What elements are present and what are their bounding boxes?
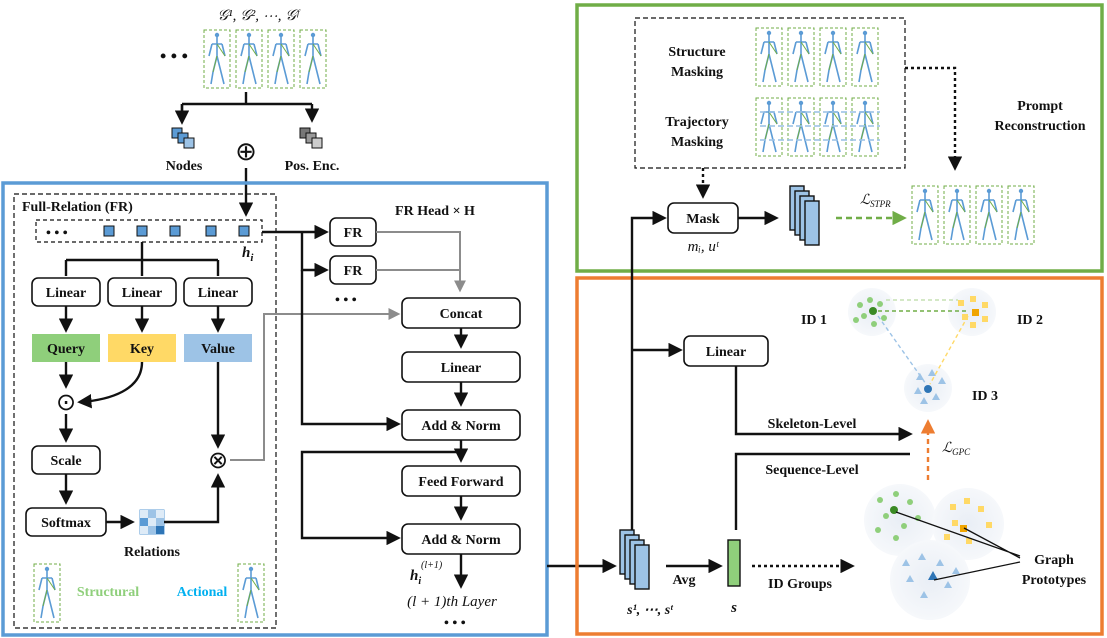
prototype-group-yellow [944, 498, 992, 544]
head-linear-label: Linear [441, 361, 481, 376]
structure-masking-label-2: Masking [671, 65, 723, 80]
scale-label: Scale [50, 454, 81, 469]
reconstructed-frame [1007, 185, 1035, 245]
masking-frame [634, 17, 906, 169]
prototype-contrast-frame [575, 276, 1104, 636]
skeleton-frame-2 [235, 29, 263, 89]
graph-prototypes-label-1: Graph [1034, 553, 1074, 568]
token [103, 225, 115, 237]
h-i-label: hi [242, 245, 254, 264]
sequence-features-label: s¹, ⋯, sᵗ [626, 603, 673, 618]
oplus-symbol: ⊕ [235, 137, 257, 166]
token-ellipsis: • • • [46, 226, 68, 241]
relations-label: Relations [124, 545, 181, 560]
fr-head-1-label: FR [344, 226, 364, 241]
query-label: Query [47, 342, 85, 357]
structure-mask-frame [787, 27, 815, 87]
next-layer-label: (l + 1)th Layer [407, 594, 497, 610]
trajectory-masking-label-2: Masking [671, 135, 723, 150]
layer-output-sup: (l+1) [421, 560, 443, 571]
concat-label: Concat [440, 307, 483, 322]
skeleton-level-label: Skeleton-Level [768, 417, 857, 432]
prompt-reconstruction-label-2: Reconstruction [995, 119, 1086, 134]
linear-v-label: Linear [198, 286, 238, 301]
linear-k-label: Linear [122, 286, 162, 301]
skeleton-frame-3 [267, 29, 295, 89]
transformer-layer-frame [1, 181, 549, 637]
full-relation-frame [13, 193, 277, 629]
sequence-level-label: Sequence-Level [765, 463, 858, 478]
actional-skeleton-icon [237, 563, 265, 623]
masked-feature-stack [789, 185, 820, 246]
id1-label: ID 1 [801, 313, 827, 328]
otimes-symbol: ⊗ [208, 448, 228, 474]
pos-enc-label: Pos. Enc. [285, 159, 340, 174]
loss-stpr: ℒSTPR [860, 193, 891, 209]
fr-head-2-label: FR [344, 264, 364, 279]
fr-head-ellipsis: • • • [335, 293, 357, 308]
token [136, 225, 148, 237]
prompt-reconstruction-label-1: Prompt [1017, 99, 1063, 114]
structural-skeleton-icon [33, 563, 61, 623]
sequence-feature-stack [619, 529, 650, 590]
fr-head-title: FR Head × H [395, 204, 475, 219]
id2-cluster [958, 296, 988, 328]
graph-sequence-label: 𝒢¹, 𝒢², ⋯, 𝒢ᶠ [217, 8, 301, 24]
skeleton-frame-1 [203, 29, 231, 89]
skeleton-frame-4 [299, 29, 327, 89]
query-box [32, 334, 100, 362]
proto-linear-label: Linear [706, 345, 746, 360]
position-encoding-icon [299, 127, 323, 149]
structure-mask-frame [851, 27, 879, 87]
mask-label: Mask [686, 212, 720, 227]
token [205, 225, 217, 237]
feed-forward-label: Feed Forward [418, 475, 503, 490]
key-label: Key [130, 342, 154, 357]
odot-symbol: ⊙ [56, 390, 76, 416]
reconstructed-frame [911, 185, 939, 245]
structure-mask-frame [755, 27, 783, 87]
id-groups-label: ID Groups [768, 577, 832, 592]
sequence-embedding-label: s [730, 600, 737, 616]
token [169, 225, 181, 237]
full-relation-title: Full-Relation (FR) [22, 200, 133, 215]
reconstructed-frame [943, 185, 971, 245]
structure-mask-frame [819, 27, 847, 87]
avg-label: Avg [672, 573, 695, 588]
layer-output-h: hi [410, 568, 421, 587]
loss-gpc: ℒGPC [942, 441, 971, 457]
value-box [184, 334, 252, 362]
key-box [108, 334, 176, 362]
top-ellipsis: • • • [160, 46, 188, 66]
add-norm-2-label: Add & Norm [421, 533, 501, 548]
id2-label: ID 2 [1017, 313, 1043, 328]
token [238, 225, 250, 237]
structural-label: Structural [77, 585, 139, 600]
token-row [35, 219, 263, 243]
mask-subscript: mᵢ, uᵗ [688, 239, 720, 255]
graph-prototypes-label-2: Prototypes [1022, 573, 1087, 588]
nodes-label: Nodes [166, 159, 203, 174]
structure-masking-label-1: Structure [668, 45, 725, 60]
prompt-reconstruction-frame [575, 3, 1104, 273]
id3-cluster [914, 369, 946, 404]
next-layer-ellipsis: • • • [444, 616, 466, 631]
id3-label: ID 3 [972, 389, 998, 404]
value-label: Value [201, 342, 235, 357]
linear-q-label: Linear [46, 286, 86, 301]
trajectory-masking-label-1: Trajectory [665, 115, 728, 130]
nodes-icon [171, 127, 195, 149]
softmax-label: Softmax [41, 516, 91, 531]
relations-matrix-icon [139, 509, 165, 535]
sequence-embedding [727, 539, 741, 587]
add-norm-1-label: Add & Norm [421, 419, 501, 434]
proto-linear-box [683, 335, 769, 367]
reconstructed-frame [975, 185, 1003, 245]
prototype-group-blue [902, 553, 960, 598]
prototype-group-green [875, 491, 921, 541]
id1-cluster [853, 297, 887, 327]
actional-label: Actional [177, 585, 228, 600]
